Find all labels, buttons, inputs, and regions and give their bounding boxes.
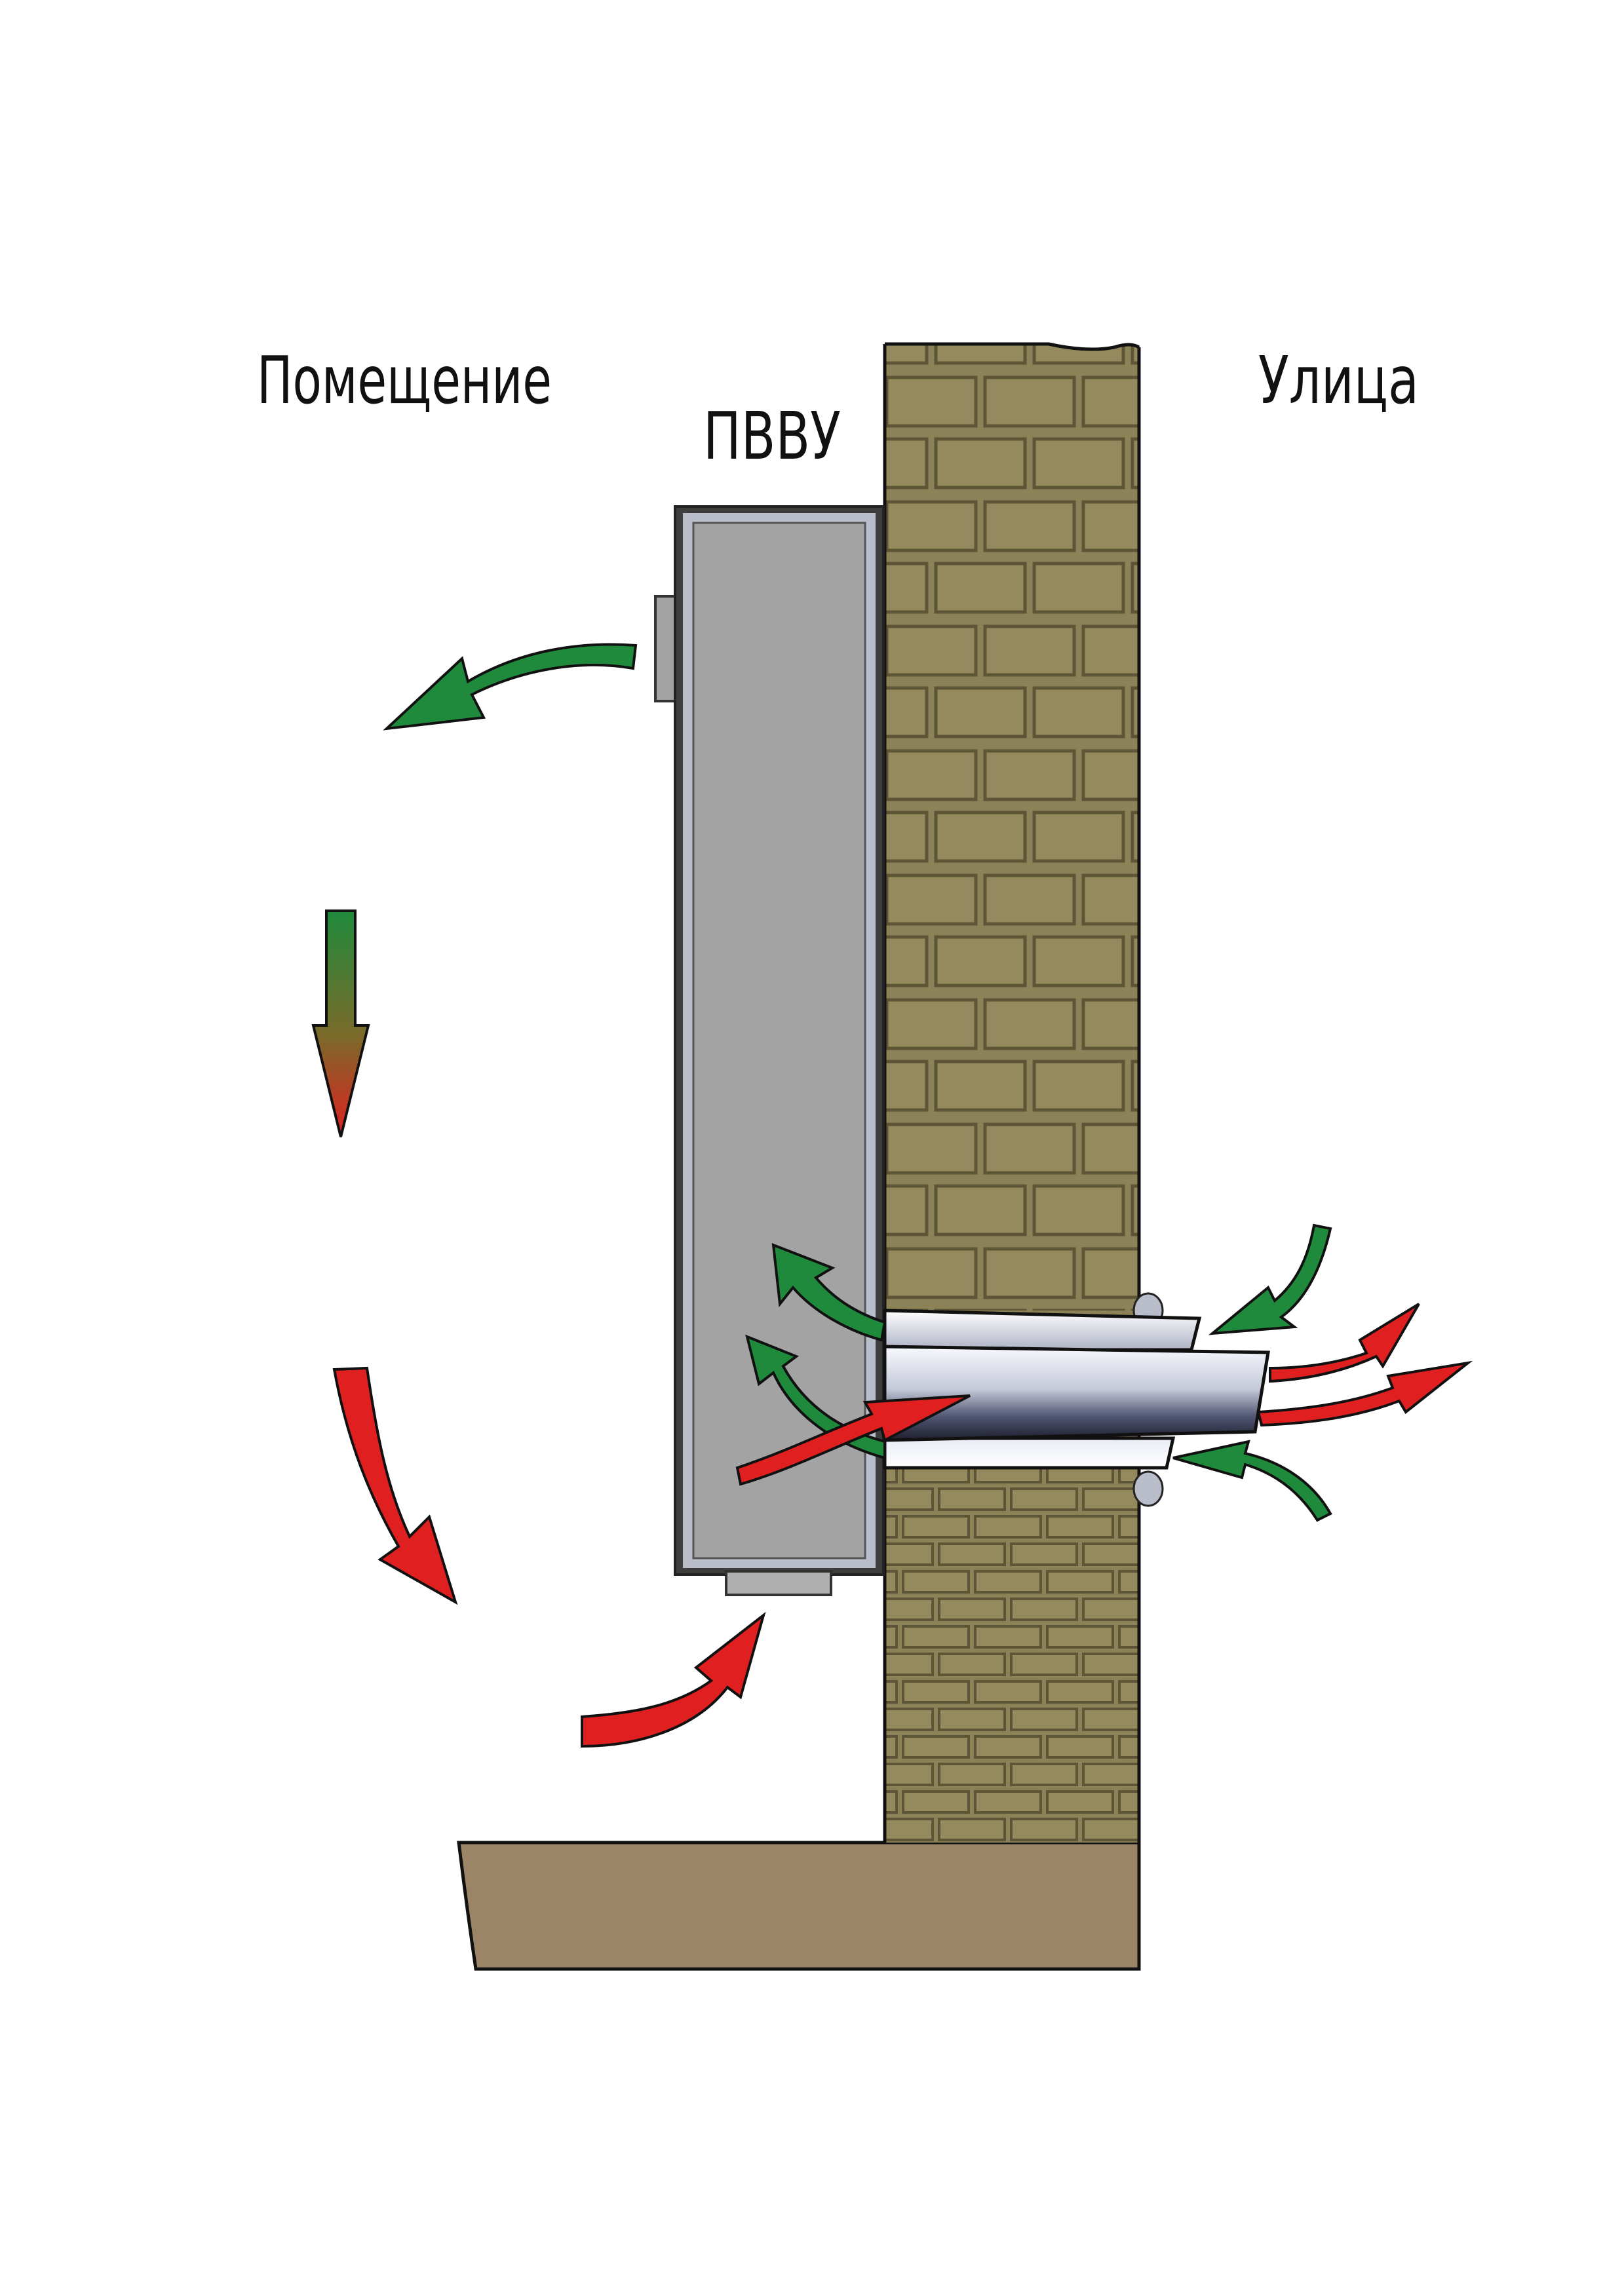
supply-arrow-outdoor-upper bbox=[1208, 1223, 1332, 1335]
floor-slab bbox=[457, 1841, 1141, 1971]
exhaust-arrow-into-duct bbox=[735, 1394, 971, 1486]
wall-duct bbox=[883, 1292, 1270, 1507]
exhaust-arrow-bottom bbox=[581, 1611, 766, 1748]
transition-arrow-down bbox=[311, 909, 370, 1138]
ventilation-unit bbox=[654, 505, 885, 1596]
exhaust-arrow-outdoor-upper bbox=[1269, 1303, 1420, 1383]
supply-arrow-outdoor-lower bbox=[1172, 1440, 1332, 1522]
unit-label: ПВВУ bbox=[703, 398, 841, 474]
supply-arrow-top bbox=[383, 643, 638, 731]
airflow-arrows bbox=[311, 643, 1473, 1748]
brick-wall bbox=[883, 342, 1141, 1969]
room-label: Помещение bbox=[257, 342, 552, 419]
supply-arrow-duct-upper bbox=[771, 1242, 887, 1342]
exhaust-arrow-outdoor-lower bbox=[1256, 1360, 1473, 1427]
street-label: Улица bbox=[1258, 342, 1419, 419]
exhaust-arrow-left bbox=[332, 1366, 458, 1605]
